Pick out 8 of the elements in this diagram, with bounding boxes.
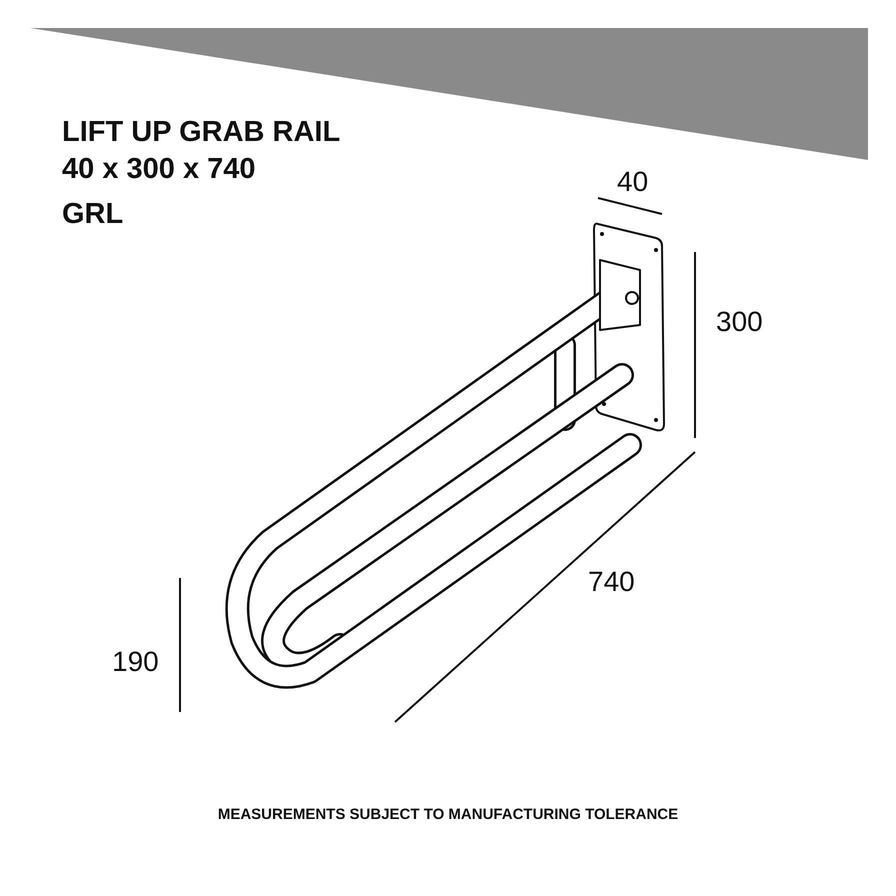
dimension-label: 740 xyxy=(588,566,635,598)
size-heading: 40 x 300 x 740 xyxy=(62,153,256,186)
footer-note: MEASUREMENTS SUBJECT TO MANUFACTURING TOLERANCE xyxy=(216,806,680,823)
dimension-label: 300 xyxy=(716,306,763,338)
dimension-label: 190 xyxy=(112,646,159,678)
product-title: LIFT UP GRAB RAIL xyxy=(62,116,340,149)
product-code: GRL xyxy=(62,198,124,231)
dimension-label: 40 xyxy=(617,166,648,198)
